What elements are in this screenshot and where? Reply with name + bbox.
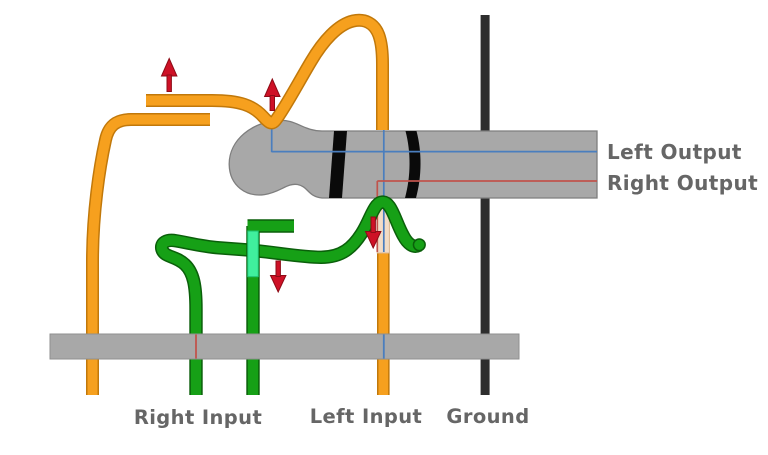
ground-label: Ground	[446, 405, 529, 428]
left-input-label: Left Input	[310, 405, 423, 428]
right-output-label: Right Output	[607, 171, 758, 195]
left-input-tube-upper-fill	[146, 15, 388, 130]
left-input-tube-upper	[146, 13, 389, 130]
ground-conductor-bar	[480, 15, 490, 395]
mint-connector-segment	[247, 230, 259, 278]
left-output-wire	[270, 126, 597, 252]
left-output-label: Left Output	[607, 140, 742, 164]
plug-insulator-band-1	[329, 131, 347, 198]
right-input-tube-fill	[156, 196, 422, 395]
down-arrow-icon	[364, 216, 382, 250]
right-input-tube-end-cap	[414, 239, 425, 250]
up-arrow-icon	[160, 57, 178, 92]
right-input-tube	[155, 195, 426, 395]
down-arrow-icon	[269, 260, 287, 294]
up-arrow-icon	[263, 77, 281, 111]
ground-orange-tube-fill	[87, 114, 210, 395]
ground-orange-tube	[86, 113, 210, 395]
terminal-strip	[49, 333, 520, 360]
right-input-label: Right Input	[134, 406, 262, 429]
